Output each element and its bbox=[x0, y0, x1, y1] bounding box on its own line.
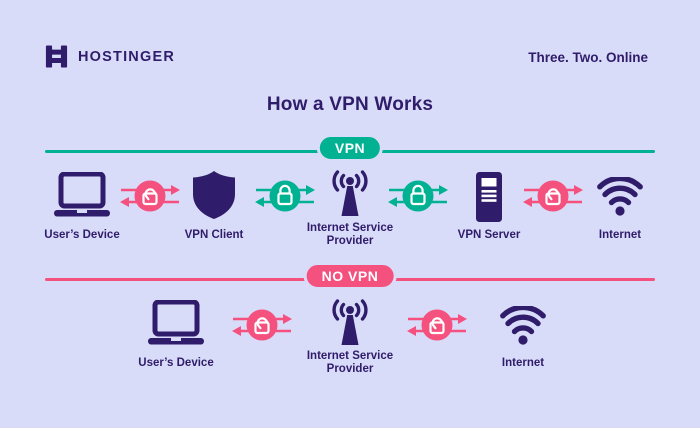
shield-icon bbox=[191, 170, 237, 220]
closed-padlock-arrows-icon bbox=[252, 174, 318, 218]
laptop-icon bbox=[147, 299, 205, 346]
vpn-badge: VPN bbox=[316, 134, 384, 162]
open-padlock-arrows-icon bbox=[404, 303, 470, 347]
label-vpn-client: VPN Client bbox=[184, 229, 244, 241]
no-vpn-badge: NO VPN bbox=[303, 262, 397, 290]
brand: HOSTINGER bbox=[44, 44, 175, 69]
open-padlock-arrows-icon bbox=[520, 174, 586, 218]
tagline: Three. Two. Online bbox=[528, 50, 648, 65]
label-internet: Internet bbox=[501, 357, 545, 369]
label-users-device: User’s Device bbox=[44, 229, 120, 241]
laptop-icon bbox=[53, 171, 111, 218]
broadcast-tower-icon bbox=[323, 297, 377, 351]
label-internet: Internet bbox=[598, 229, 642, 241]
hostinger-logo-icon bbox=[44, 44, 69, 69]
closed-padlock-arrows-icon bbox=[385, 174, 451, 218]
label-vpn-server: VPN Server bbox=[457, 229, 521, 241]
open-padlock-arrows-icon bbox=[117, 174, 183, 218]
open-padlock-arrows-icon bbox=[229, 303, 295, 347]
label-isp: Internet Service Provider bbox=[306, 350, 394, 375]
brand-name: HOSTINGER bbox=[78, 48, 175, 65]
label-isp: Internet Service Provider bbox=[306, 222, 394, 247]
wifi-icon bbox=[597, 175, 643, 217]
page-title: How a VPN Works bbox=[266, 94, 434, 115]
label-users-device: User’s Device bbox=[138, 357, 214, 369]
wifi-icon bbox=[500, 304, 546, 346]
server-icon bbox=[475, 171, 503, 223]
broadcast-tower-icon bbox=[323, 168, 377, 222]
